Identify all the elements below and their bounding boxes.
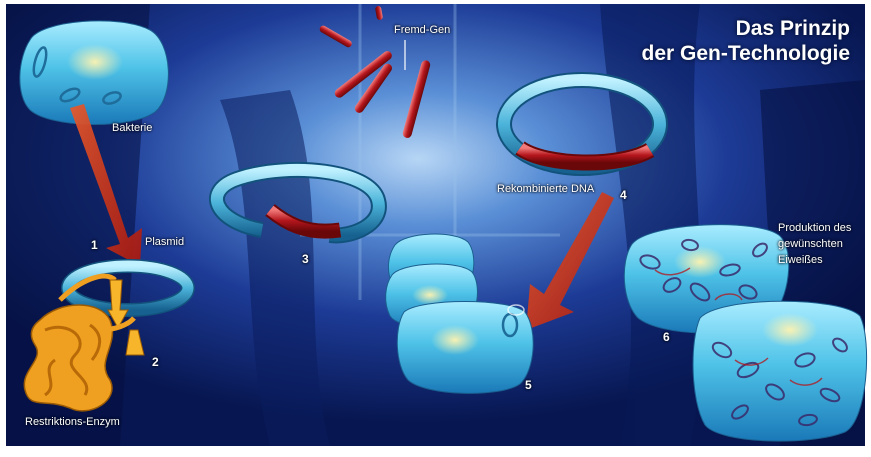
label-fremd-gen: Fremd-Gen	[394, 24, 450, 36]
step-number-5: 5	[525, 378, 532, 392]
label-plasmid: Plasmid	[145, 236, 184, 248]
label-restriktions-enzym: Restriktions-Enzym	[25, 416, 120, 428]
label-produktion-line-2: gewünschten	[778, 236, 851, 252]
label-bakterie: Bakterie	[112, 122, 152, 134]
diagram-title: Das Prinzip der Gen-Technologie	[642, 16, 850, 66]
label-produktion: Produktion des gewünschten Eiweißes	[778, 220, 851, 268]
step-number-1: 1	[91, 238, 98, 252]
step-number-3: 3	[302, 252, 309, 266]
label-produktion-line-1: Produktion des	[778, 220, 851, 236]
title-line-2: der Gen-Technologie	[642, 41, 850, 66]
step-number-2: 2	[152, 355, 159, 369]
step-number-6: 6	[663, 330, 670, 344]
step-number-4: 4	[620, 188, 627, 202]
bacterium-original	[20, 21, 169, 125]
label-rekombinierte-dna: Rekombinierte DNA	[497, 183, 594, 195]
label-produktion-line-3: Eiweißes	[778, 252, 851, 268]
title-line-1: Das Prinzip	[642, 16, 850, 41]
